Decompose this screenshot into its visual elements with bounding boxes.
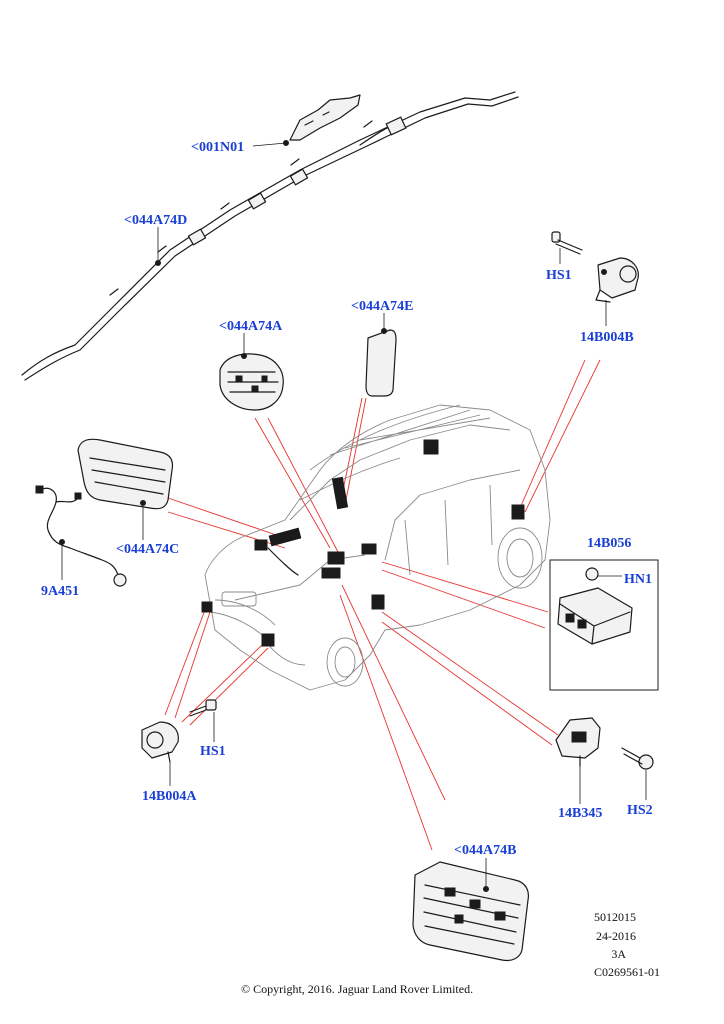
passenger-airbag-part[interactable] [412, 861, 530, 962]
label-044a74b[interactable]: <044A74B [454, 843, 516, 858]
label-044a74e[interactable]: <044A74E [351, 299, 413, 314]
inflator-part[interactable] [283, 94, 361, 146]
drawing-metadata: 5012015 24-2016 3A C0269561-01 [594, 910, 660, 979]
red-leader-lines [164, 359, 601, 851]
impact-sensor-14b004b-part[interactable] [595, 257, 639, 303]
label-hs1-top[interactable]: HS1 [546, 268, 572, 283]
curtain-airbag-part[interactable] [21, 91, 519, 381]
copyright-notice: © Copyright, 2016. Jaguar Land Rover Lim… [241, 982, 473, 996]
sensor-14b345-part[interactable] [555, 717, 601, 767]
label-14b004b[interactable]: 14B004B [580, 330, 634, 345]
meta-line-3: 3A [611, 947, 626, 961]
label-leaders [61, 142, 647, 889]
rcm-box [549, 559, 659, 691]
label-044a74c[interactable]: <044A74C [116, 542, 179, 557]
label-14b004a[interactable]: 14B004A [142, 789, 197, 804]
label-044a74d[interactable]: <044A74D [124, 213, 187, 228]
meta-line-2: 24-2016 [596, 929, 636, 943]
knee-airbag-part[interactable] [77, 438, 174, 510]
callout-labels: <001N01 <044A74D HS1 14B004B <044A74E <0… [41, 140, 653, 858]
side-airbag-part[interactable] [365, 328, 397, 397]
meta-line-1: 5012015 [594, 910, 636, 924]
label-14b345[interactable]: 14B345 [558, 806, 602, 821]
rcm-module-part[interactable] [557, 567, 633, 645]
car-modules [201, 439, 525, 647]
label-9a451[interactable]: 9A451 [41, 584, 79, 599]
harness-part[interactable] [35, 485, 127, 587]
label-001n01[interactable]: <001N01 [191, 140, 244, 155]
label-044a74a[interactable]: <044A74A [219, 319, 283, 334]
label-14b056[interactable]: 14B056 [587, 536, 631, 551]
impact-sensor-14b004a-part[interactable] [141, 721, 179, 763]
label-hs1-bottom[interactable]: HS1 [200, 744, 226, 759]
bolt-hs1-bottom-part[interactable] [189, 699, 217, 717]
label-hs2[interactable]: HS2 [627, 803, 653, 818]
driver-airbag-part[interactable] [219, 353, 284, 411]
meta-line-4: C0269561-01 [594, 965, 660, 979]
bolt-hs1-top-part[interactable] [551, 231, 583, 255]
label-hn1[interactable]: HN1 [624, 572, 652, 587]
bolt-hs2-part[interactable] [621, 747, 654, 770]
